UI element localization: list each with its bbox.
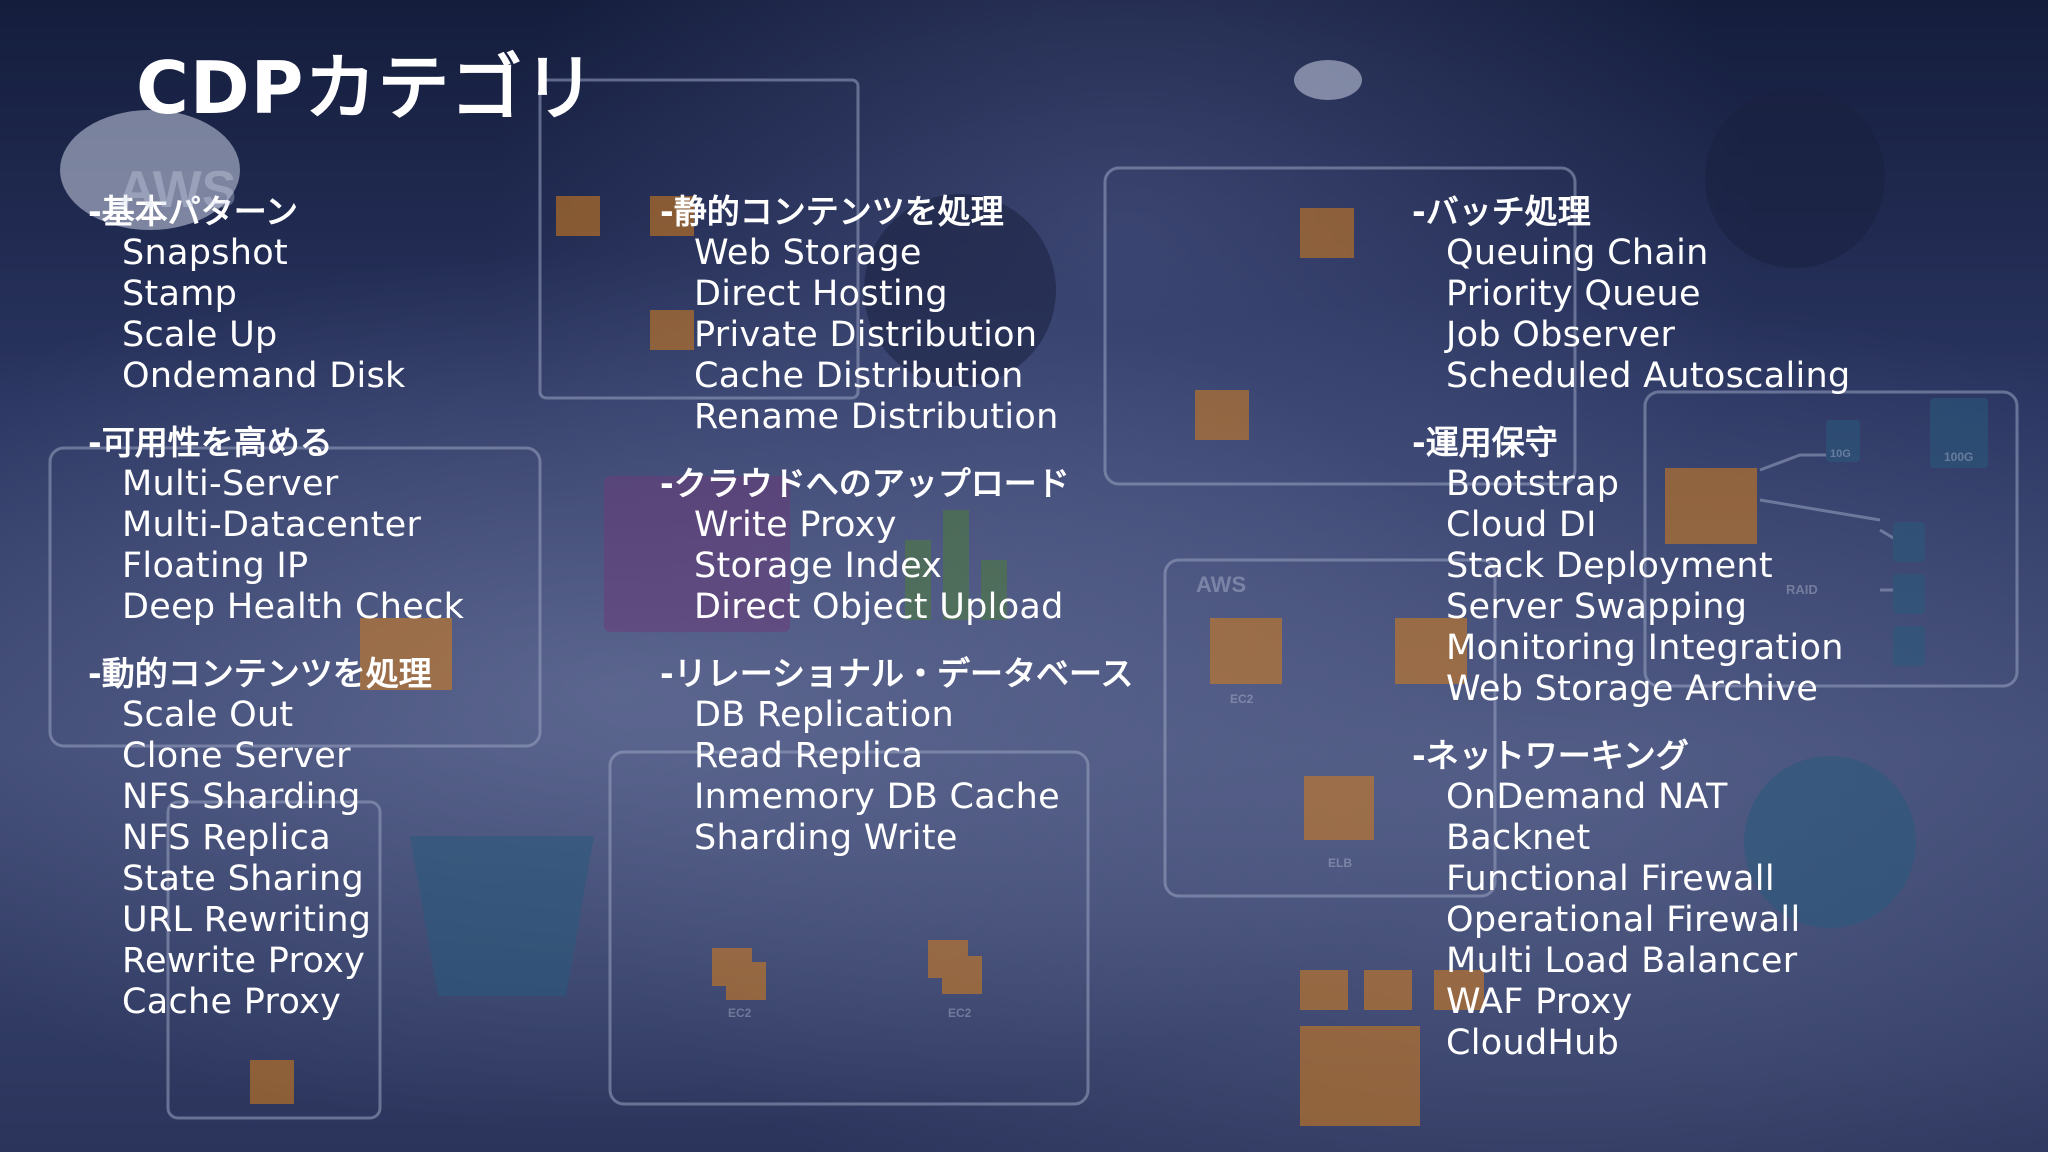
pattern-item: Queuing Chain [1446,233,1709,273]
pattern-item: Cache Proxy [122,982,342,1022]
pattern-item: Scale Out [122,695,294,735]
category-heading: -リレーショナル・データベース [660,654,1134,693]
pattern-item: Multi-Server [122,464,339,504]
pattern-item: DB Replication [694,695,954,735]
pattern-item: Sharding Write [694,818,958,858]
pattern-item: Multi-Datacenter [122,505,422,545]
pattern-item: Ondemand Disk [122,356,406,396]
pattern-item: Read Replica [694,736,924,776]
pattern-item: Cloud DI [1446,505,1597,545]
pattern-item: NFS Replica [122,818,331,858]
pattern-item: Private Distribution [694,315,1038,355]
category-heading: -ネットワーキング [1412,736,1689,775]
pattern-item: Stack Deployment [1446,546,1773,586]
pattern-item: NFS Sharding [122,777,361,817]
pattern-item: Storage Index [694,546,943,586]
pattern-item: Clone Server [122,736,351,776]
pattern-item: Backnet [1446,818,1591,858]
pattern-item: Write Proxy [694,505,897,545]
category-section: -運用保守 Bootstrap Cloud DI Stack Deploymen… [1412,421,1851,710]
pattern-item: Inmemory DB Cache [694,777,1060,817]
category-heading: -バッチ処理 [1412,192,1591,231]
pattern-item: Deep Health Check [122,587,465,627]
pattern-item: Server Swapping [1446,587,1748,627]
pattern-item: Job Observer [1446,315,1676,355]
category-section: -動的コンテンツを処理 Scale Out Clone Server NFS S… [88,652,464,1023]
pattern-item: Bootstrap [1446,464,1620,504]
category-heading: -基本パターン [88,192,299,231]
pattern-item: Rename Distribution [694,397,1059,437]
category-section: -ネットワーキング OnDemand NAT Backnet Functiona… [1412,734,1851,1064]
pattern-item: Web Storage Archive [1446,669,1819,709]
pattern-item: Operational Firewall [1446,900,1801,940]
pattern-item: Direct Object Upload [694,587,1064,627]
pattern-item: Monitoring Integration [1446,628,1844,668]
pattern-item: Direct Hosting [694,274,948,314]
category-column-1: -基本パターン Snapshot Stamp Scale Up Ondemand… [88,190,464,1047]
category-section: -基本パターン Snapshot Stamp Scale Up Ondemand… [88,190,464,397]
pattern-item: WAF Proxy [1446,982,1633,1022]
pattern-item: Multi Load Balancer [1446,941,1798,981]
pattern-item: Floating IP [122,546,309,586]
slide-title: CDPカテゴリ [136,46,597,130]
category-heading: -運用保守 [1412,423,1558,462]
category-column-2: -静的コンテンツを処理 Web Storage Direct Hosting P… [660,190,1133,883]
pattern-item: State Sharing [122,859,365,899]
category-column-3: -バッチ処理 Queuing Chain Priority Queue Job … [1412,190,1851,1088]
pattern-item: Stamp [122,274,238,314]
category-heading: -クラウドへのアップロード [660,464,1070,503]
pattern-item: Web Storage [694,233,922,273]
pattern-item: Scale Up [122,315,278,355]
category-section: -静的コンテンツを処理 Web Storage Direct Hosting P… [660,190,1133,438]
category-heading: -可用性を高める [88,423,333,462]
category-section: -リレーショナル・データベース DB Replication Read Repl… [660,652,1133,859]
category-heading: -静的コンテンツを処理 [660,192,1004,231]
category-section: -可用性を高める Multi-Server Multi-Datacenter F… [88,421,464,628]
pattern-item: Priority Queue [1446,274,1701,314]
category-section: -バッチ処理 Queuing Chain Priority Queue Job … [1412,190,1851,397]
pattern-item: Rewrite Proxy [122,941,366,981]
category-section: -クラウドへのアップロード Write Proxy Storage Index … [660,462,1133,628]
pattern-item: Functional Firewall [1446,859,1775,899]
pattern-item: URL Rewriting [122,900,372,940]
pattern-item: Cache Distribution [694,356,1024,396]
pattern-item: OnDemand NAT [1446,777,1728,817]
pattern-item: CloudHub [1446,1023,1620,1063]
category-heading: -動的コンテンツを処理 [88,654,432,693]
pattern-item: Snapshot [122,233,289,273]
pattern-item: Scheduled Autoscaling [1446,356,1851,396]
